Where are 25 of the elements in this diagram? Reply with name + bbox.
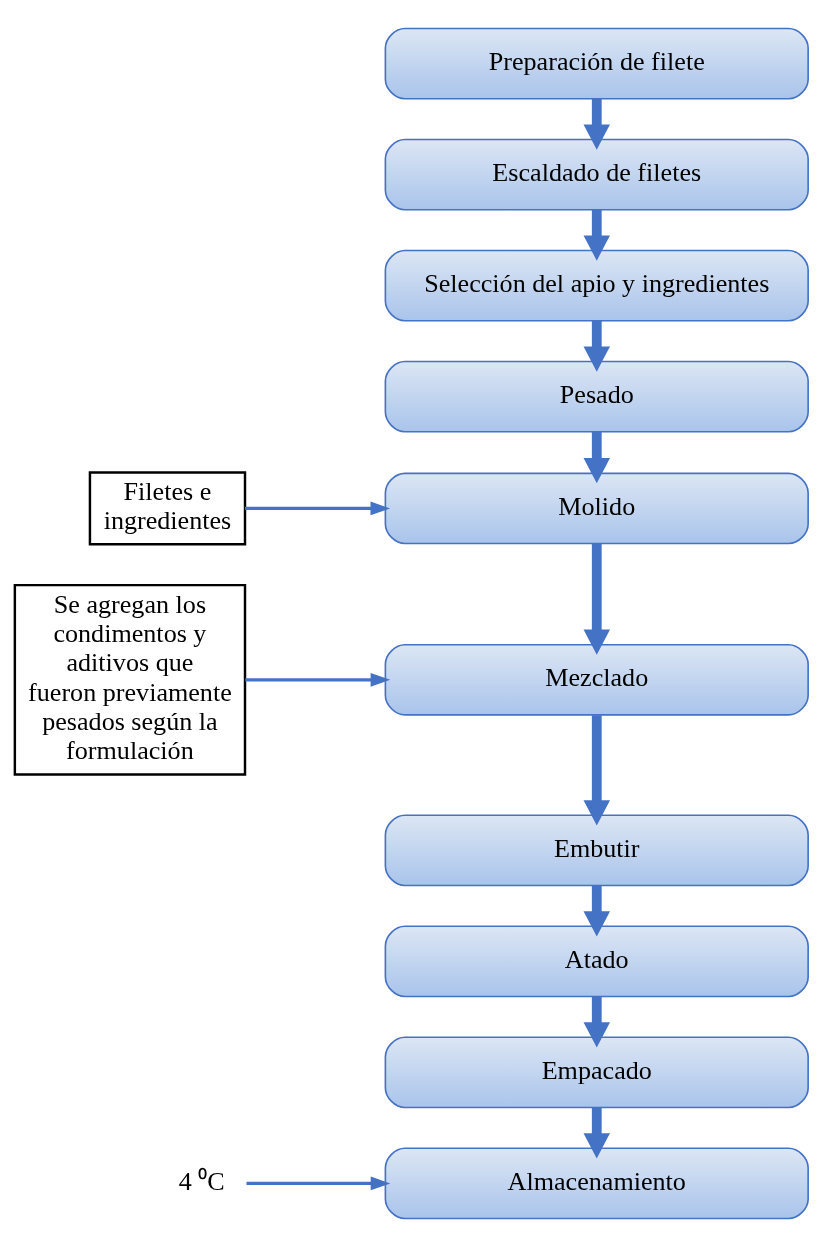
node-box: Atado bbox=[384, 925, 809, 998]
node-box: Escaldado de filetes bbox=[384, 138, 809, 211]
node-text: 4 ⁰C bbox=[178, 1166, 225, 1196]
node-box: Preparación de filete bbox=[384, 27, 809, 100]
node-box: Empacado bbox=[384, 1036, 809, 1109]
arrow bbox=[245, 672, 391, 687]
node-box: Almacenamiento bbox=[384, 1147, 809, 1220]
arrow bbox=[583, 1107, 610, 1159]
node-box: Embutir bbox=[384, 814, 809, 887]
arrow bbox=[583, 432, 610, 484]
arrow bbox=[245, 501, 391, 516]
arrow bbox=[583, 885, 610, 937]
arrow bbox=[583, 98, 610, 150]
arrow bbox=[583, 715, 610, 826]
node-box: Mezclado bbox=[384, 643, 809, 716]
node-box: Se agregan los condimentos y aditivos que fueron previamente pesados según la formulación bbox=[13, 583, 247, 776]
node-box: Molido bbox=[384, 472, 809, 545]
arrow bbox=[246, 1176, 391, 1191]
node-box: Selección del apio y ingredientes bbox=[384, 249, 809, 322]
arrow bbox=[583, 209, 610, 261]
arrow bbox=[583, 544, 610, 655]
arrow bbox=[583, 320, 610, 372]
arrow bbox=[583, 996, 610, 1048]
node-box: Pesado bbox=[384, 360, 809, 433]
node-box: Filetes e ingredientes bbox=[88, 471, 247, 546]
